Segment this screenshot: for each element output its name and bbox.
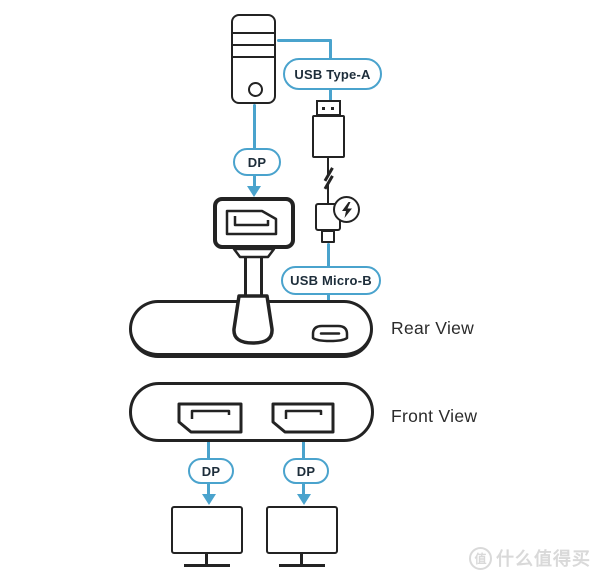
power-plug-tip	[321, 230, 335, 243]
cable-line-dp-out-right	[302, 433, 305, 460]
micro-usb-port-icon	[311, 324, 349, 343]
cable-line-dp-in	[252, 171, 256, 187]
rear-view-label-text: Rear View	[391, 318, 475, 338]
dp-output-left-label-text: DP	[201, 463, 221, 479]
dp-output-right-label: DP	[283, 458, 329, 484]
pc-tower-vent-line	[232, 56, 274, 58]
monitor-left-icon	[171, 506, 243, 554]
dock-front-body	[129, 382, 374, 442]
usb-micro-b-label-text: USB Micro-B	[290, 273, 372, 288]
front-view-label-text: Front View	[391, 406, 478, 426]
dp-output-left-label: DP	[188, 458, 234, 484]
arrow-down-icon	[247, 186, 261, 197]
dp-port-right-icon	[271, 402, 335, 434]
dp-input-label: DP	[233, 148, 281, 176]
power-lightning-icon	[333, 196, 360, 223]
cable-line-usb	[277, 38, 332, 42]
usb-plug-pin	[331, 107, 334, 110]
watermark-logo-icon: 值	[469, 546, 492, 570]
rear-view-label: Rear View	[391, 318, 474, 339]
cable-line-usb	[329, 38, 332, 60]
usb-plug-body	[312, 115, 345, 158]
dp-output-right-label-text: DP	[296, 463, 316, 479]
captive-cable-neck	[244, 253, 263, 301]
arrow-down-icon	[201, 494, 216, 505]
monitor-left-base	[184, 564, 230, 567]
cable-line-dp-out-left	[207, 479, 210, 496]
cable-line-micro-b	[327, 290, 330, 308]
monitor-right-stand	[300, 553, 303, 565]
monitor-right-icon	[266, 506, 338, 554]
pc-tower-vent-line	[232, 32, 274, 34]
monitor-left-stand	[205, 553, 208, 565]
arrow-down-icon	[296, 494, 311, 505]
usb-type-a-label-text: USB Type-A	[294, 66, 371, 82]
usb-type-a-plug-icon	[316, 100, 341, 116]
watermark: 值 什么值得买	[469, 545, 591, 571]
usb-micro-b-label: USB Micro-B	[281, 266, 381, 295]
cable-line-usb	[329, 85, 332, 101]
usb-type-a-label: USB Type-A	[283, 58, 382, 90]
dp-input-label-text: DP	[247, 154, 267, 170]
dp-port-left-icon	[177, 402, 243, 434]
cable-line-dp-in	[252, 104, 256, 149]
front-view-label: Front View	[391, 406, 477, 427]
watermark-text: 什么值得买	[496, 549, 591, 569]
pc-tower-vent-line	[232, 44, 274, 46]
lightning-bolt-glyph	[341, 201, 352, 218]
dock-captive-dp-connector-icon	[213, 197, 295, 259]
watermark-logo-char: 值	[474, 551, 487, 566]
cable-line-micro-b	[327, 243, 330, 268]
cable-strain-relief	[232, 294, 274, 345]
pc-tower-icon	[231, 14, 276, 104]
monitor-right-base	[279, 564, 325, 567]
cable-line-dp-out-right	[302, 479, 305, 496]
cable-line-dp-out-left	[207, 433, 210, 460]
pc-tower-power-button-icon	[248, 82, 263, 97]
usb-plug-pin	[322, 107, 325, 110]
